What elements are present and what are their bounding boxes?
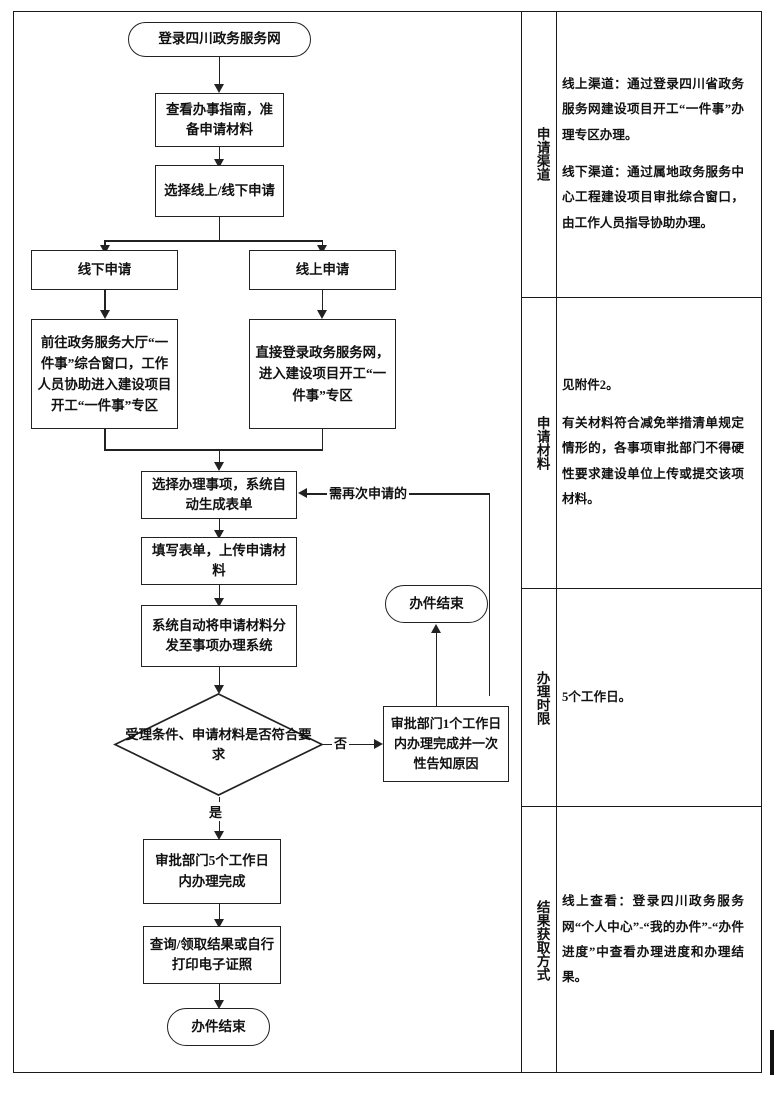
flow-node-end-reject[interactable]: 办件结束	[385, 585, 488, 623]
connector-no-branch	[322, 743, 380, 746]
arrowhead-down	[317, 245, 327, 254]
table-column-divider-2	[556, 11, 557, 1073]
arrowhead-down	[99, 245, 110, 254]
connector-reject-to-end	[435, 632, 438, 706]
flow-node-choose-channel[interactable]: 选择线上/线下申请	[155, 165, 284, 217]
info-row-body-application-materials: 见附件2。 有关材料符合减免举措清单规定情形的，各事项审批部门不得硬性要求建设单…	[562, 298, 752, 588]
arrowhead-down	[214, 530, 224, 539]
connector-merge-stem	[218, 449, 221, 467]
edge-label-no: 否	[332, 733, 350, 752]
connector-online-detail-down	[321, 429, 324, 451]
info-text: 线上查看：登录四川政务服务网“个人中心”-“我的办件”-“办件进度”中查看办理进…	[562, 894, 744, 985]
info-row-label-processing-time: 办理时限	[534, 670, 550, 725]
info-row-body-application-channel: 线上渠道：通过登录四川省政务服务网建设项目开工“一件事”办理专区办理。 线下渠道…	[562, 11, 752, 297]
flow-node-fill-form[interactable]: 填写表单，上传申请材料	[141, 537, 297, 585]
info-text: 线下渠道：通过属地政务服务中心工程建设项目审批综合窗口，由工作人员指导协助办理。	[562, 165, 744, 230]
connector-approve-to-result	[218, 904, 221, 922]
connector-choose-split-bar	[104, 240, 323, 242]
info-row-label-application-materials: 申请材料	[534, 416, 550, 470]
flow-node-select-item[interactable]: 选择办理事项，系统自动生成表单	[141, 471, 297, 519]
connector-guide-to-choose	[218, 147, 221, 162]
flow-node-result[interactable]: 查询/领取结果或自行打印电子证照	[143, 926, 281, 984]
arrowhead-down	[214, 598, 224, 607]
arrowhead-left	[298, 488, 307, 498]
arrowhead-right	[374, 739, 383, 749]
info-text: 5个工作日。	[562, 689, 632, 704]
info-row-label-application-channel: 申请渠道	[534, 127, 550, 181]
info-text: 有关材料符合减免举措清单规定情形的，各事项审批部门不得硬性要求建设单位上传或提交…	[562, 415, 744, 507]
table-column-divider-1	[521, 11, 522, 1073]
connector-offline-detail-down	[104, 429, 106, 451]
info-row-body-result-retrieval: 线上查看：登录四川政务服务网“个人中心”-“我的办件”-“办件进度”中查看办理进…	[562, 807, 752, 1073]
connector-start-to-guide	[218, 57, 221, 86]
arrowhead-down	[214, 84, 224, 93]
info-text: 见附件2。	[562, 378, 619, 393]
info-row-label-result-retrieval: 结果获取方式	[534, 899, 550, 981]
info-row-body-processing-time: 5个工作日。	[562, 589, 752, 806]
table-row-divider-3	[521, 806, 762, 807]
edge-label-yes: 是	[207, 802, 225, 821]
flow-node-start[interactable]: 登录四川政务服务网	[128, 22, 311, 57]
table-row-divider-1	[521, 297, 762, 298]
table-row-divider-2	[521, 588, 762, 589]
outer-frame	[13, 11, 762, 1073]
arrowhead-down	[99, 310, 110, 319]
flow-node-reject-notice[interactable]: 审批部门1个工作日内办理完成并一次性告知原因	[383, 706, 509, 782]
arrowhead-down	[214, 462, 224, 471]
flow-node-online-apply[interactable]: 线上申请	[249, 250, 396, 290]
flow-node-distribute[interactable]: 系统自动将申请材料分发至事项办理系统	[141, 605, 297, 667]
connector-merge-bar	[104, 449, 323, 451]
connector-distribute-to-decision	[218, 667, 221, 689]
flow-node-offline-apply[interactable]: 线下申请	[31, 250, 178, 290]
connector-result-to-end	[218, 984, 221, 1003]
arrowhead-down	[214, 685, 224, 694]
connector-select-to-fill	[218, 519, 221, 533]
connector-offline-to-detail	[104, 290, 106, 312]
arrowhead-up	[431, 624, 441, 633]
info-text: 线上渠道：通过登录四川省政务服务网建设项目开工“一件事”办理专区办理。	[562, 76, 744, 142]
arrowhead-down	[214, 831, 224, 840]
connector-online-to-detail	[321, 290, 324, 312]
arrowhead-down	[214, 159, 224, 168]
scan-edge-artifact	[770, 1030, 774, 1075]
arrowhead-down	[214, 1000, 224, 1009]
flow-node-offline-detail[interactable]: 前往政务服务大厅“一件事”综合窗口，工作人员协助进入建设项目开工“一件事”专区	[31, 319, 178, 429]
flow-node-online-detail[interactable]: 直接登录政务服务网，进入建设项目开工“一件事”专区	[249, 319, 396, 429]
flow-node-guide[interactable]: 查看办事指南，准备申请材料	[155, 93, 284, 147]
arrowhead-down	[214, 919, 224, 928]
edge-label-reapply: 需再次申请的	[327, 483, 410, 502]
connector-fill-to-distribute	[218, 585, 221, 601]
arrowhead-down	[317, 310, 327, 319]
flow-node-end-final[interactable]: 办件结束	[167, 1008, 270, 1046]
connector-reapply-vertical	[488, 493, 491, 696]
flow-node-decision[interactable]: 受理条件、申请材料是否符合要求	[113, 692, 324, 797]
connector-choose-split-stem	[218, 217, 221, 242]
flow-node-approve[interactable]: 审批部门5个工作日内办理完成	[143, 839, 281, 904]
